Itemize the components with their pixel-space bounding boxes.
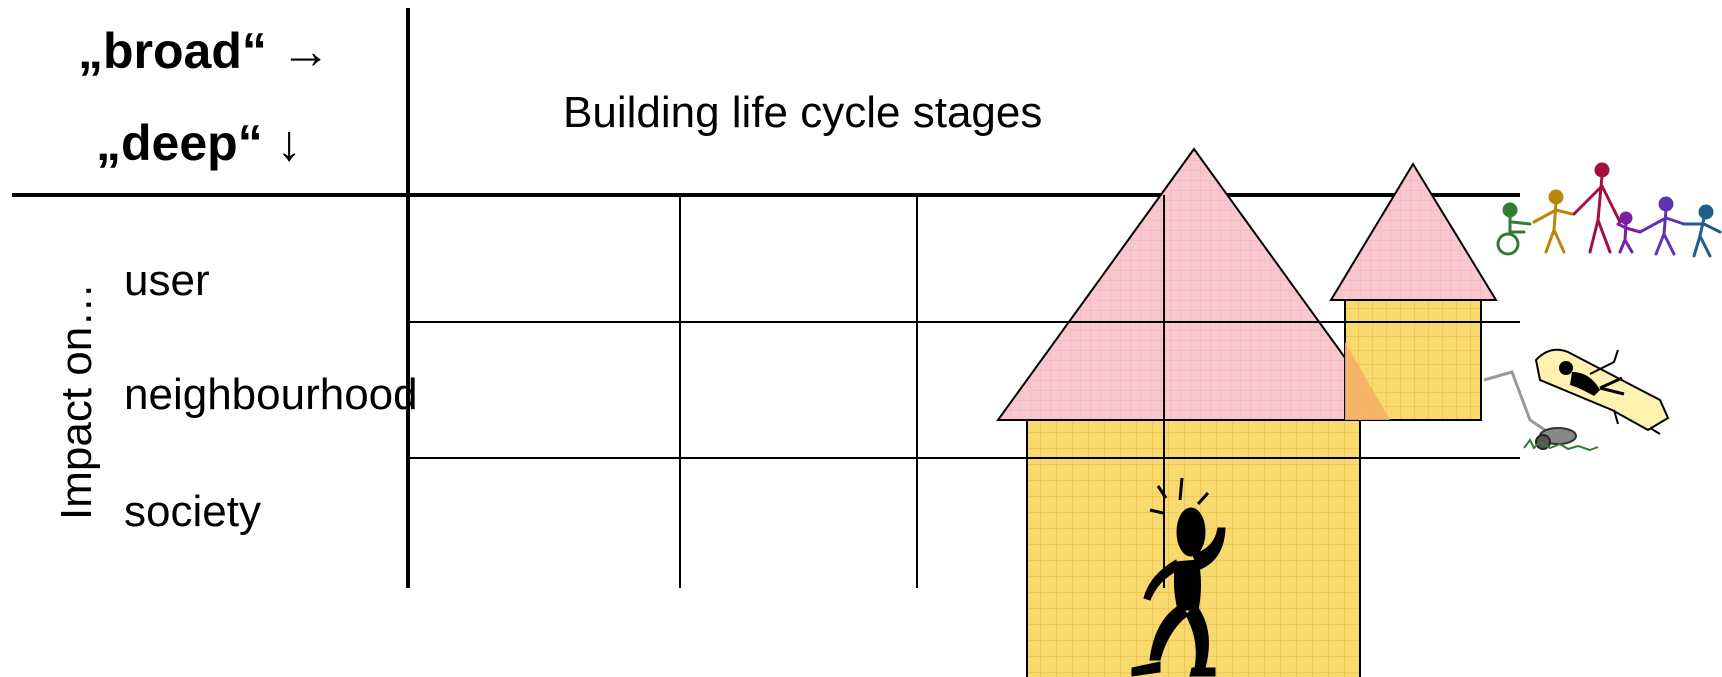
person-on-lounger-icon bbox=[1534, 348, 1670, 435]
row-label-society: society bbox=[124, 487, 261, 536]
row-label-neighbourhood: neighbourhood bbox=[124, 370, 418, 419]
stressed-person-icon bbox=[1131, 477, 1226, 677]
row-label-user: user bbox=[124, 256, 210, 305]
tower-roof bbox=[1329, 162, 1498, 301]
table-grid bbox=[408, 195, 1520, 588]
roof-overlap bbox=[1345, 342, 1390, 420]
diagram-title: Building life cycle stages bbox=[563, 88, 1043, 137]
lawnmower-icon bbox=[1483, 370, 1599, 452]
house-drawing bbox=[996, 147, 1498, 677]
house-roof bbox=[996, 147, 1392, 421]
deep-label: „deep“ ↓ bbox=[96, 115, 302, 171]
broad-label: „broad“ → bbox=[78, 23, 331, 79]
family-holding-hands-icon bbox=[1496, 162, 1722, 258]
